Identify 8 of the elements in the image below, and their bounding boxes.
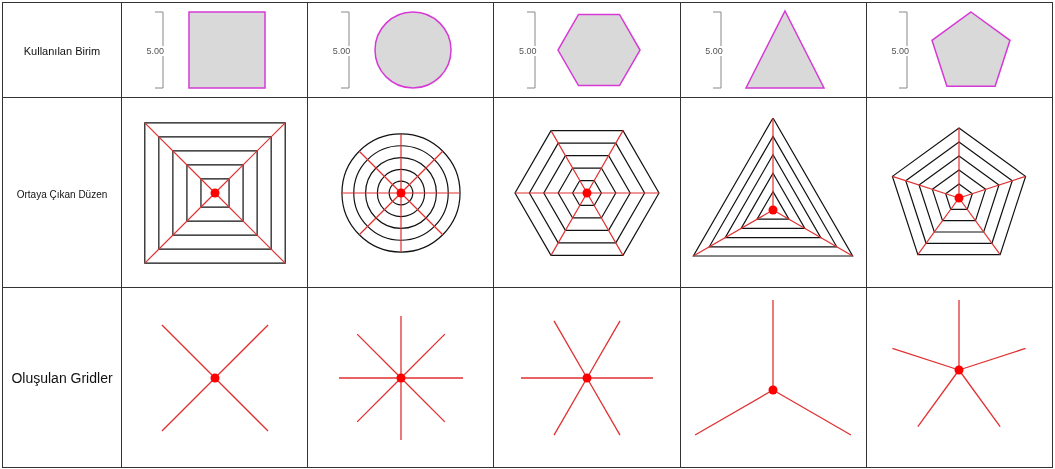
dimension-label: 5.00 — [332, 46, 351, 56]
row-header: Oluşulan Gridler — [11, 369, 113, 386]
dimension-label: 5.00 — [146, 46, 165, 56]
dimension-label: 5.00 — [705, 46, 723, 56]
dimension-label: 5.00 — [891, 46, 909, 56]
row-header: Kullanılan Birim — [23, 45, 101, 57]
row-header: Ortaya Çıkan Düzen — [16, 188, 108, 200]
dimension-label: 5.00 — [518, 46, 537, 56]
